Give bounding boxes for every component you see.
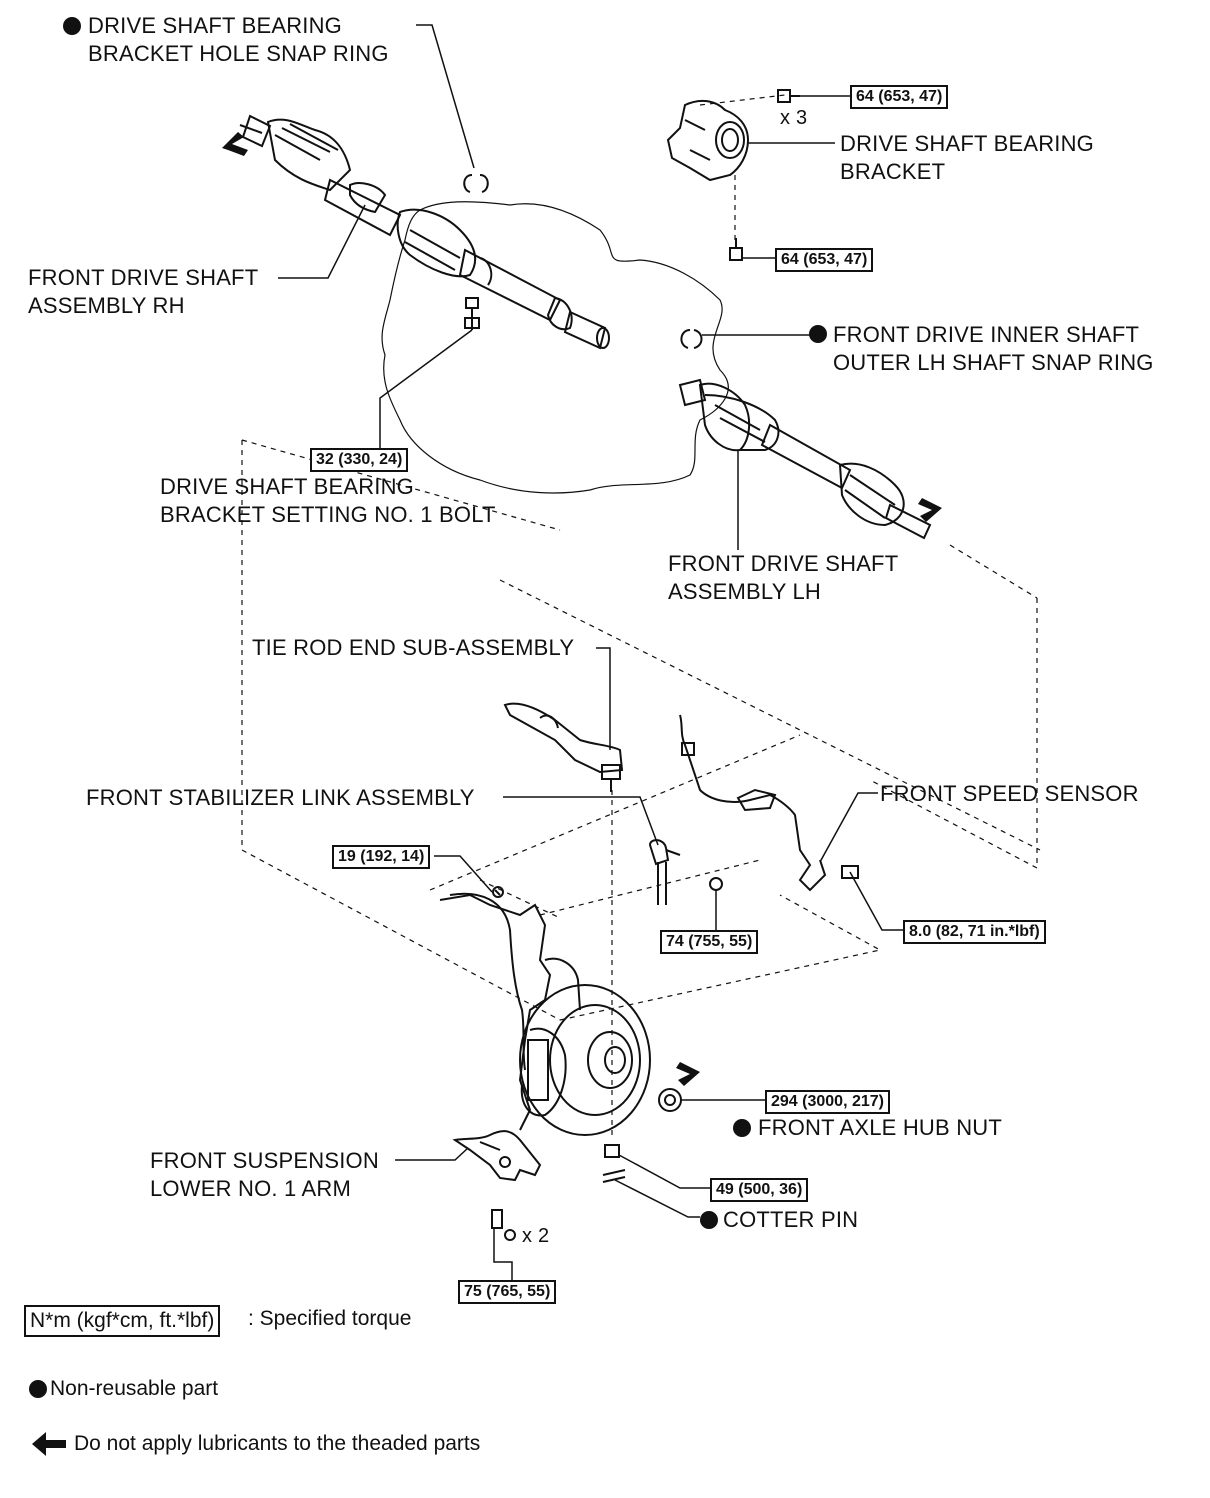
label-setting-bolt-line1: DRIVE SHAFT BEARING — [160, 474, 414, 499]
rh-drive-shaft — [239, 114, 610, 350]
nonreusable-marker-inner-ring — [809, 325, 827, 343]
label-x3: x 3 — [780, 107, 808, 129]
dashed-stab — [479, 879, 561, 919]
label-rh-line1: FRONT DRIVE SHAFT — [28, 265, 259, 290]
tie-rod-nut-drawing — [604, 1144, 620, 1158]
label-tie-rod: TIE ROD END SUB-ASSEMBLY — [252, 635, 575, 660]
torque-hub-nut: 294 (3000, 217) — [765, 1090, 890, 1114]
lower-arm — [452, 1130, 542, 1241]
label-setting-bolt-line2: BRACKET SETTING NO. 1 BOLT — [160, 502, 496, 527]
label-hub-nut: FRONT AXLE HUB NUT — [758, 1115, 1003, 1140]
label-inner-ring-line2: OUTER LH SHAFT SNAP RING — [833, 350, 1154, 375]
label-inner-ring-line1: FRONT DRIVE INNER SHAFT — [833, 322, 1140, 347]
torque-setting-bolt: 32 (330, 24) — [310, 448, 409, 472]
nonreusable-marker-snap-ring — [63, 17, 81, 35]
leader-tie-rod-nut — [618, 1154, 712, 1189]
label-rh-line2: ASSEMBLY RH — [28, 293, 185, 318]
torque-stab-nut: 74 (755, 55) — [660, 930, 759, 954]
snap-ring-lh — [680, 329, 703, 349]
steering-knuckle — [439, 886, 651, 1136]
dashed-guide-3 — [949, 544, 1038, 599]
label-x2: x 2 — [522, 1225, 550, 1247]
dashed-bracket-1 — [699, 94, 786, 106]
speed-sensor — [679, 714, 859, 892]
torque-tie-rod-nut: 49 (500, 36) — [710, 1178, 809, 1202]
nonreusable-marker-cotter-pin — [700, 1211, 718, 1229]
torque-bracket-top: 64 (653, 47) — [850, 85, 949, 109]
dashed-frame-right — [869, 598, 1038, 869]
label-speed-sensor: FRONT SPEED SENSOR — [880, 781, 1139, 806]
label-bracket-line2: BRACKET — [840, 159, 946, 184]
leader-rh — [278, 204, 366, 279]
legend-arrow-icon — [32, 1432, 66, 1456]
dashed-guide-2 — [539, 859, 761, 916]
stabilizer-link — [648, 839, 723, 905]
snap-ring-rh — [463, 174, 489, 193]
tie-rod-end — [503, 702, 624, 792]
label-bracket-line1: DRIVE SHAFT BEARING — [840, 131, 1094, 156]
lubricant-arrow-lh — [918, 498, 942, 522]
label-lower-arm-line2: LOWER NO. 1 ARM — [150, 1176, 352, 1201]
leader-speed-sensor — [819, 792, 878, 863]
label-cotter-pin: COTTER PIN — [723, 1207, 859, 1232]
label-stab-link: FRONT STABILIZER LINK ASSEMBLY — [86, 785, 475, 810]
lubricant-arrow-hub — [676, 1062, 700, 1086]
leader-stab-link — [503, 796, 659, 846]
lubricant-arrow-rh — [222, 132, 248, 156]
leader-snap-ring-rh — [416, 24, 475, 169]
label-lower-arm-line1: FRONT SUSPENSION — [150, 1148, 379, 1173]
torque-stab-upper: 19 (192, 14) — [332, 845, 431, 869]
label-snap-ring-line2: BRACKET HOLE SNAP RING — [88, 41, 389, 66]
leader-stab-upper — [434, 855, 493, 893]
legend-torque-text: : Specified torque — [248, 1307, 412, 1330]
setting-bolt — [464, 297, 480, 330]
transaxle-housing — [381, 201, 729, 494]
torque-lower-arm: 75 (765, 55) — [458, 1280, 557, 1304]
dashed-guide-1 — [429, 734, 801, 891]
leader-lower-arm-bolt — [493, 1228, 513, 1280]
legend-torque-unit: N*m (kgf*cm, ft.*lbf) — [24, 1305, 221, 1337]
leader-cotter-pin — [614, 1179, 700, 1218]
cotter-pin-drawing — [602, 1169, 626, 1183]
leader-setting-bolt — [379, 329, 473, 448]
leader-speed-bolt — [849, 871, 905, 931]
legend-nonreusable-text: Non-reusable part — [50, 1377, 219, 1400]
hub-nut-drawing — [658, 1088, 682, 1112]
dashed-frame-top — [499, 579, 1041, 851]
leader-lower-arm — [395, 1147, 469, 1161]
lh-drive-shaft — [678, 378, 932, 540]
nonreusable-marker-hub-nut — [733, 1119, 751, 1137]
legend-lubricant-text: Do not apply lubricants to the theaded p… — [74, 1432, 481, 1455]
label-lh-line2: ASSEMBLY LH — [668, 579, 822, 604]
torque-speed-sensor: 8.0 (82, 71 in.*lbf) — [903, 920, 1046, 944]
torque-bracket-bottom: 64 (653, 47) — [775, 248, 874, 272]
bearing-bracket — [666, 89, 800, 261]
dashed-frame-left — [241, 440, 561, 1021]
leader-tie-rod — [596, 647, 611, 750]
label-snap-ring-line1: DRIVE SHAFT BEARING — [88, 13, 342, 38]
legend-nonreusable-dot — [29, 1380, 47, 1398]
dashed-frame-bottom — [559, 894, 882, 1021]
label-lh-line1: FRONT DRIVE SHAFT — [668, 551, 899, 576]
